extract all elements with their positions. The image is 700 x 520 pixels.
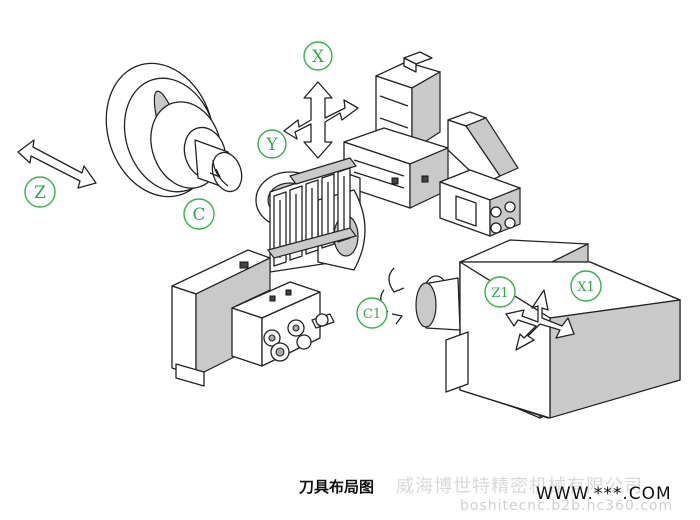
xy-cross-arrow — [283, 81, 359, 159]
svg-text:C1: C1 — [363, 307, 381, 322]
svg-text:C: C — [192, 205, 205, 225]
axis-label-z1: Z1 — [484, 276, 516, 308]
gang-tool-plate — [255, 157, 366, 273]
watermark-site: WWW.***.COM — [536, 484, 672, 504]
axis-label-z: Z — [24, 176, 56, 208]
z-axis-arrow — [17, 139, 97, 189]
svg-text:X1: X1 — [577, 280, 595, 295]
svg-text:Z1: Z1 — [491, 286, 508, 301]
diagram-caption: 刀具布局图 — [299, 478, 375, 496]
svg-text:Y: Y — [265, 135, 278, 155]
sub-spindle — [380, 239, 681, 419]
axis-label-y: Y — [257, 129, 287, 159]
cross-slide-block — [343, 111, 521, 237]
axis-label-x: X — [303, 41, 333, 71]
axis-label-x1: X1 — [570, 270, 602, 302]
axis-label-c1: C1 — [356, 297, 388, 329]
svg-text:Z: Z — [34, 183, 46, 203]
z1-x1-cross-arrow — [505, 289, 575, 351]
watermark-domain: boshitecnc.b2b.hc360.com — [460, 498, 674, 514]
drill-holder-block — [171, 249, 335, 387]
main-spindle — [105, 62, 243, 198]
watermark-company: 威海博世特精密机械有限公司 — [396, 476, 643, 497]
svg-text:X: X — [312, 47, 325, 67]
axis-label-c: C — [183, 198, 215, 230]
